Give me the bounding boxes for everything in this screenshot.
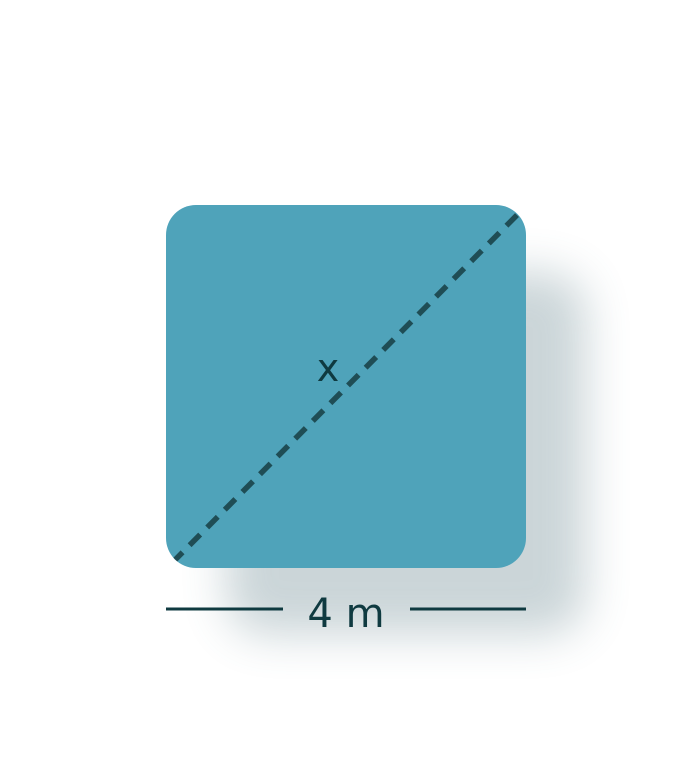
diagonal-label: x	[317, 346, 340, 390]
diagonal-line	[170, 210, 522, 565]
side-length-label: 4 m	[307, 591, 384, 637]
